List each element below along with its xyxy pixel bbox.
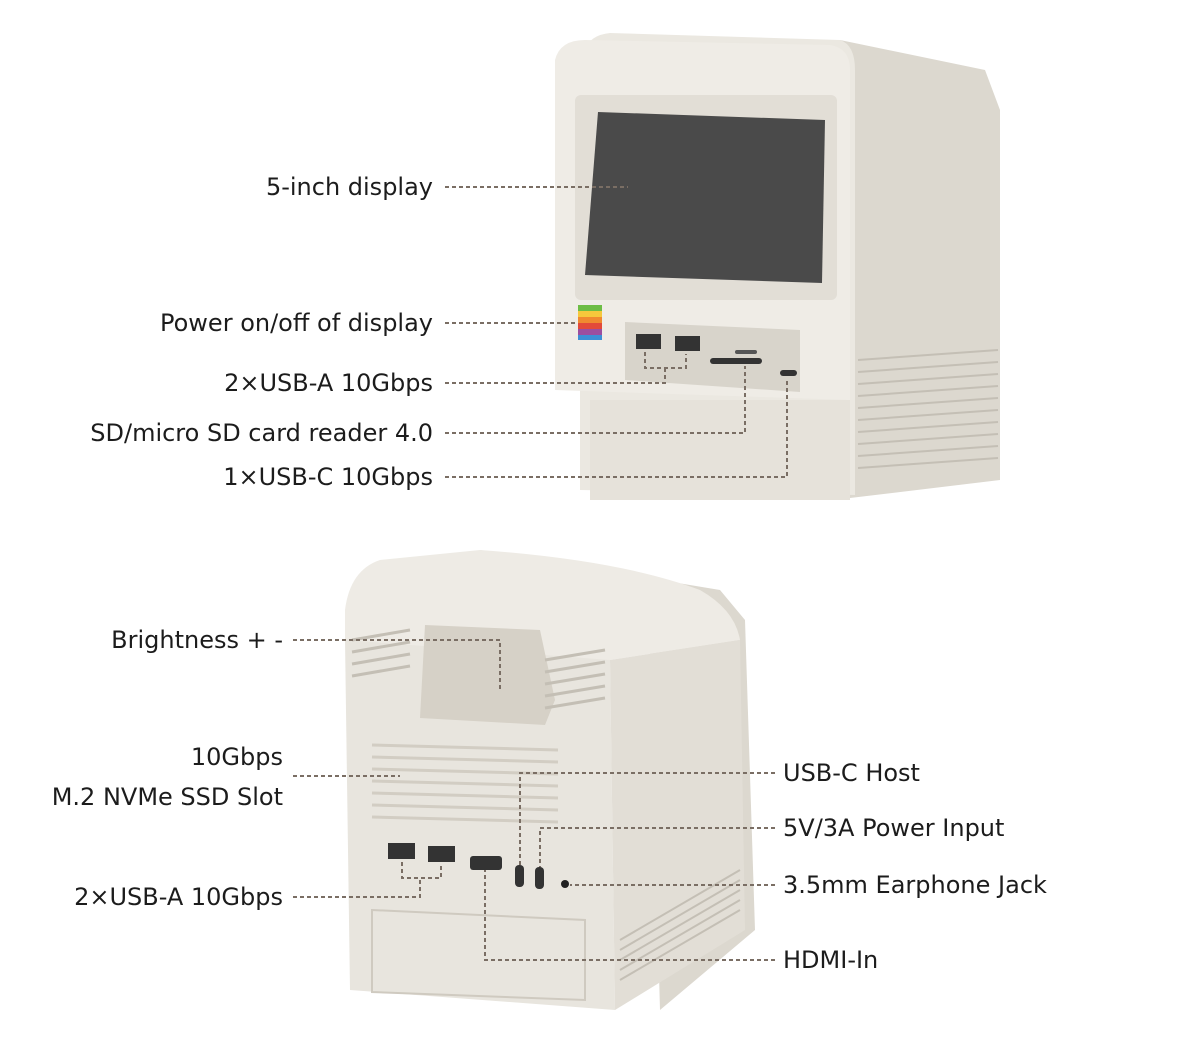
label-earphone-jack: 3.5mm Earphone Jack [783, 871, 1047, 899]
hdmi-port [470, 856, 502, 870]
label-ssd-slot: M.2 NVMe SSD Slot [51, 783, 283, 811]
usb-c-power-port [535, 867, 544, 889]
label-brightness: Brightness + - [111, 626, 283, 654]
label-usb-c-host: USB-C Host [783, 759, 920, 787]
label-front-usb-c: 1×USB-C 10Gbps [223, 463, 433, 491]
label-rear-usb-a: 2×USB-A 10Gbps [74, 883, 283, 911]
usb-c-port [780, 370, 797, 376]
rear-device [345, 550, 755, 1010]
usb-a-port [636, 334, 661, 349]
side-vents [619, 869, 741, 981]
sd-slot [710, 358, 762, 364]
usb-a-port [428, 846, 455, 862]
label-5-inch-display: 5-inch display [265, 173, 433, 201]
rainbow-logo-icon [578, 305, 602, 340]
display-screen [585, 112, 825, 283]
front-device [555, 33, 1000, 500]
top-vents [351, 628, 606, 710]
earphone-jack [561, 880, 569, 888]
brightness-recess [420, 625, 555, 725]
side-vents [857, 349, 999, 469]
label-hdmi-in: HDMI-In [783, 946, 879, 974]
usb-a-port [388, 843, 415, 859]
usb-a-port [675, 336, 700, 351]
label-front-usb-a: 2×USB-A 10Gbps [224, 369, 433, 397]
ssd-vent [371, 743, 559, 824]
label-sd-reader: SD/micro SD card reader 4.0 [90, 419, 433, 447]
label-ssd-speed: 10Gbps [190, 743, 283, 771]
usb-c-host-port [515, 865, 524, 887]
microsd-slot [735, 350, 757, 354]
label-power-input: 5V/3A Power Input [783, 814, 1005, 842]
label-power-display: Power on/off of display [160, 309, 433, 337]
